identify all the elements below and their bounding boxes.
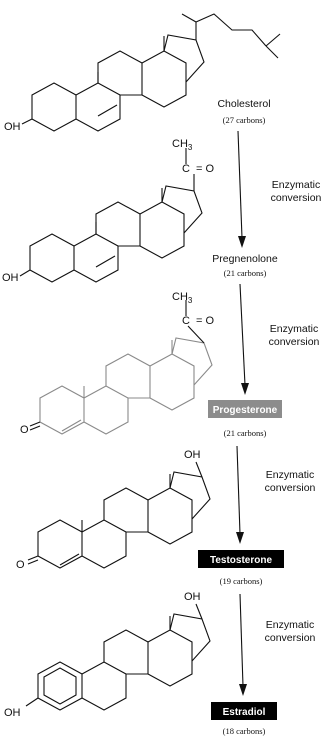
conversion-label: Enzymatic: [266, 469, 314, 481]
conversion-step-1: Enzymatic conversion: [237, 130, 322, 248]
conversion-label: Enzymatic: [270, 323, 318, 335]
estradiol-structure: OH OH: [4, 591, 211, 719]
conversion-step-3: Enzymatic conversion: [236, 445, 316, 544]
pregnenolone-oh-label: OH: [2, 272, 19, 284]
compound-cholesterol: Cholesterol (27 carbons): [217, 98, 270, 125]
carbon-count: (27 carbons): [223, 115, 266, 125]
progesterone-carbonyl-c-label: C: [182, 315, 190, 327]
pregnenolone-carbonyl-c-label: C: [182, 163, 190, 175]
carbon-count: (21 carbons): [224, 428, 267, 438]
conversion-label: conversion: [271, 192, 322, 204]
conversion-arrow-line: [237, 130, 243, 239]
arrow-head-icon: [238, 236, 246, 248]
conversion-arrow-line: [236, 445, 241, 535]
compound-name: Testosterone: [210, 555, 272, 566]
carbon-count: (21 carbons): [224, 268, 267, 278]
compound-testosterone: Testosterone (19 carbons): [198, 550, 284, 586]
compound-estradiol: Estradiol (18 carbons): [211, 702, 277, 736]
progesterone-ketone-o-label: O: [20, 424, 29, 436]
compound-name: Progesterone: [213, 405, 278, 416]
pregnenolone-methyl-label: CH3: [172, 138, 193, 152]
pregnenolone-structure: OH CH3 C = O: [2, 138, 214, 284]
cholesterol-oh-label: OH: [4, 121, 21, 133]
compound-box: [211, 702, 277, 720]
conversion-label: conversion: [269, 336, 320, 348]
compound-name: Cholesterol: [217, 98, 270, 110]
cholesterol-structure: OH: [4, 13, 281, 133]
estradiol-oh-label: OH: [4, 707, 21, 719]
compound-progesterone: Progesterone (21 carbons): [208, 400, 282, 438]
estradiol-top-oh-label: OH: [184, 591, 201, 603]
testosterone-structure: O OH: [16, 449, 211, 571]
conversion-arrow-line: [239, 283, 246, 386]
conversion-label: conversion: [265, 632, 316, 644]
conversion-label: conversion: [265, 482, 316, 494]
progesterone-methyl-label: CH3: [172, 291, 193, 305]
conversion-label: Enzymatic: [266, 619, 314, 631]
carbon-count: (19 carbons): [220, 576, 263, 586]
compound-box: [198, 550, 284, 568]
conversion-step-2: Enzymatic conversion: [239, 283, 320, 395]
compound-name: Pregnenolone: [212, 253, 278, 265]
compound-name: Estradiol: [223, 707, 266, 718]
carbon-count: (18 carbons): [223, 726, 266, 736]
compound-box: [208, 400, 282, 418]
progesterone-carbonyl-o-label: = O: [196, 315, 214, 327]
conversion-label: Enzymatic: [272, 179, 320, 191]
arrow-head-icon: [236, 532, 244, 544]
compound-pregnenolone: Pregnenolone (21 carbons): [212, 253, 278, 278]
pregnenolone-carbonyl-o-label: = O: [196, 163, 214, 175]
arrow-head-icon: [241, 383, 249, 395]
conversion-arrow-line: [239, 593, 244, 687]
conversion-step-4: Enzymatic conversion: [239, 593, 316, 696]
testosterone-oh-label: OH: [184, 449, 201, 461]
arrow-head-icon: [239, 684, 247, 696]
testosterone-ketone-o-label: O: [16, 559, 25, 571]
progesterone-structure: O CH3 C = O: [20, 291, 214, 436]
